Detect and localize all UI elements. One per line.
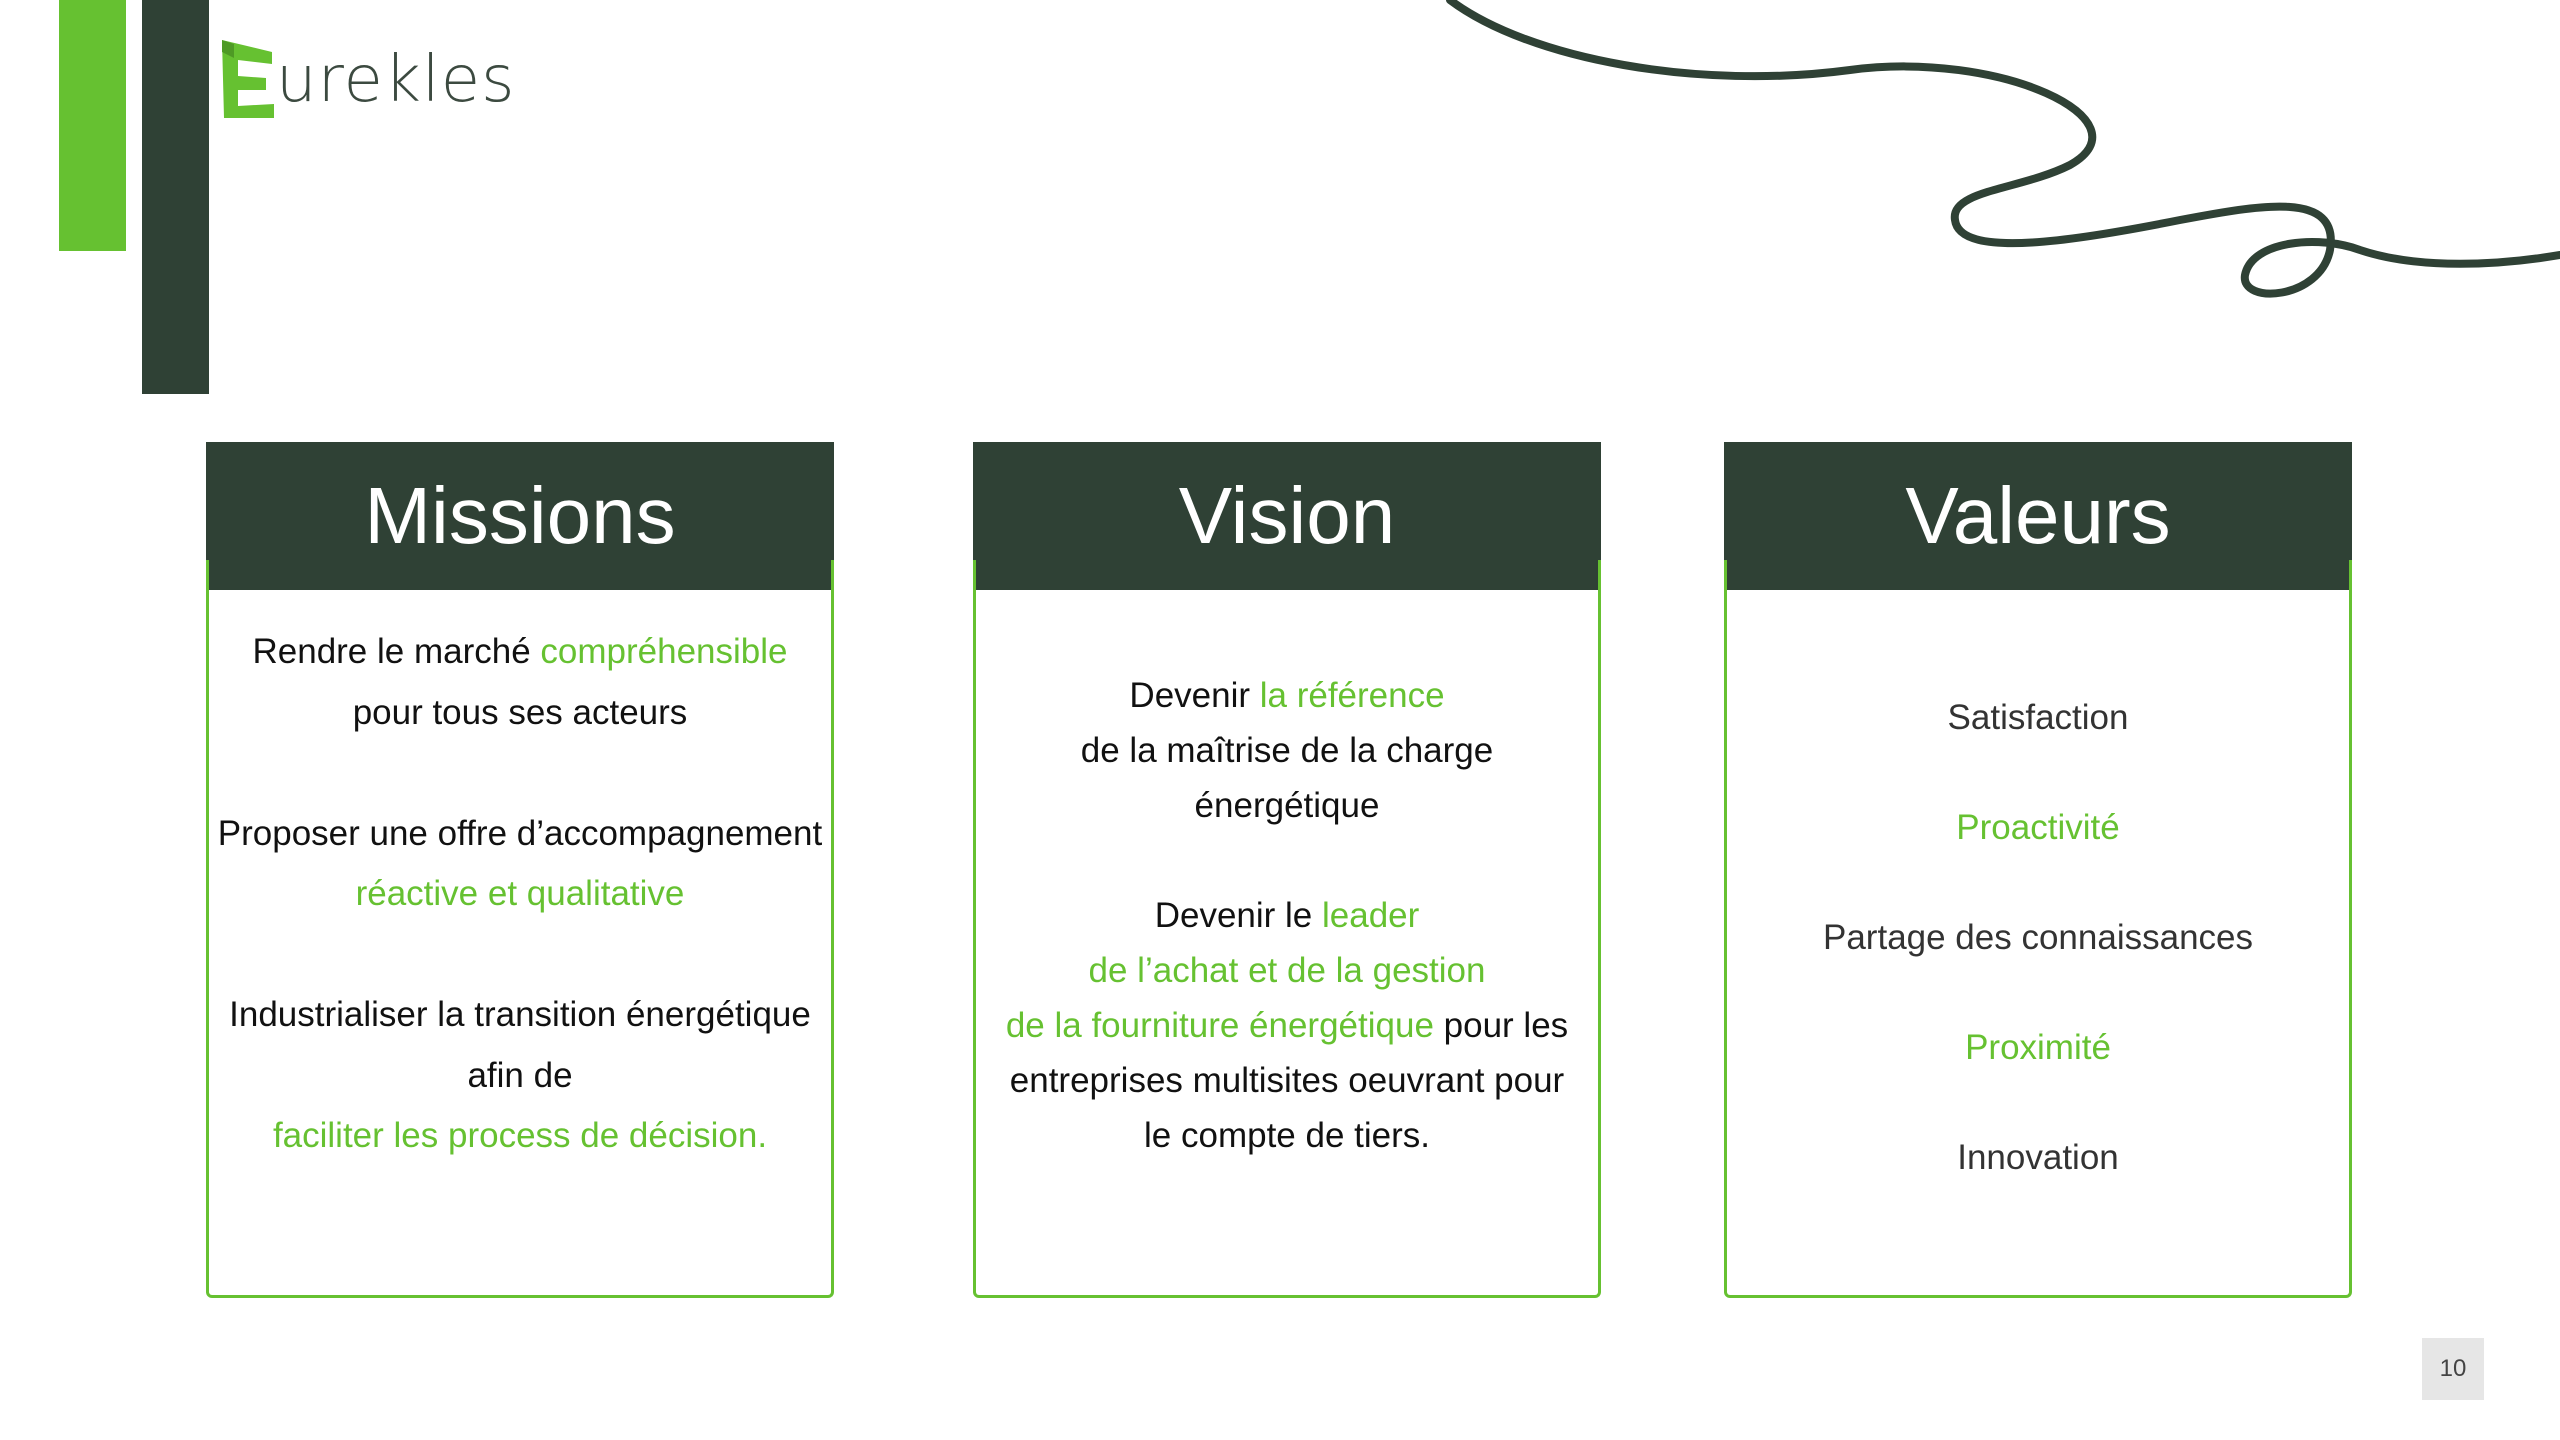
vision-text: Devenir la référence de la maîtrise de l… [976, 668, 1598, 1163]
valeurs-spacer [1727, 745, 2349, 800]
value-item-proximite: Proximité [1965, 1028, 2111, 1067]
value-item-innovation: Innovation [1957, 1138, 2119, 1177]
vision-line: de la maîtrise de la charge [1080, 731, 1494, 770]
vision-spacer [976, 833, 1598, 888]
missions-body: Rendre le marché compréhensible pour tou… [206, 560, 834, 1298]
vision-line: de la fourniture énergétique pour les [1005, 1006, 1569, 1045]
decorative-green-bar [59, 0, 126, 251]
logo-e-mark [222, 40, 274, 118]
valeurs-card: Valeurs Satisfaction Proactivité Partage… [1724, 442, 2352, 1298]
vision-line: de l’achat et de la gestion [1088, 951, 1486, 990]
value-item-partage: Partage des connaissances [1823, 918, 2253, 957]
missions-text: Rendre le marché compréhensible pour tou… [209, 622, 831, 1167]
logo-text: urekles [276, 43, 516, 117]
missions-title: Missions [364, 471, 676, 560]
vision-line: Devenir la référence [1129, 676, 1445, 715]
missions-line: Rendre le marché compréhensible [252, 632, 788, 671]
vision-body: Devenir la référence de la maîtrise de l… [973, 560, 1601, 1298]
vision-line: Devenir le leader [1154, 896, 1420, 935]
missions-spacer [209, 743, 831, 804]
page-number: 10 [2422, 1338, 2484, 1400]
vision-card: Vision Devenir la référence de la maîtri… [973, 442, 1601, 1298]
valeurs-list: Satisfaction Proactivité Partage des con… [1727, 690, 2349, 1185]
value-item-satisfaction: Satisfaction [1947, 698, 2129, 737]
missions-line: faciliter les process de décision. [272, 1116, 768, 1155]
missions-line: afin de [467, 1055, 573, 1095]
missions-line: Industrialiser la transition énergétique [229, 995, 811, 1034]
valeurs-body: Satisfaction Proactivité Partage des con… [1724, 560, 2352, 1298]
valeurs-spacer [1727, 1075, 2349, 1130]
eurekles-logo: urekles [220, 36, 515, 120]
missions-spacer [209, 925, 831, 986]
value-item-proactivite: Proactivité [1956, 808, 2120, 847]
vision-line: entreprises multisites oeuvrant pour [1009, 1061, 1565, 1100]
missions-line: pour tous ses acteurs [352, 692, 688, 732]
missions-header: Missions [206, 442, 834, 590]
valeurs-spacer [1727, 855, 2349, 910]
vision-title: Vision [1178, 471, 1396, 560]
missions-card: Missions Rendre le marché compréhensible… [206, 442, 834, 1298]
valeurs-title: Valeurs [1905, 471, 2171, 560]
vision-header: Vision [973, 442, 1601, 590]
vision-line: énergétique [1194, 786, 1380, 825]
decorative-dark-bar [142, 0, 209, 394]
valeurs-spacer [1727, 965, 2349, 1020]
missions-line: réactive et qualitative [355, 874, 685, 913]
missions-line: Proposer une offre d’accompagnement [217, 813, 823, 853]
vision-line: le compte de tiers. [1144, 1116, 1430, 1155]
valeurs-header: Valeurs [1724, 442, 2352, 590]
